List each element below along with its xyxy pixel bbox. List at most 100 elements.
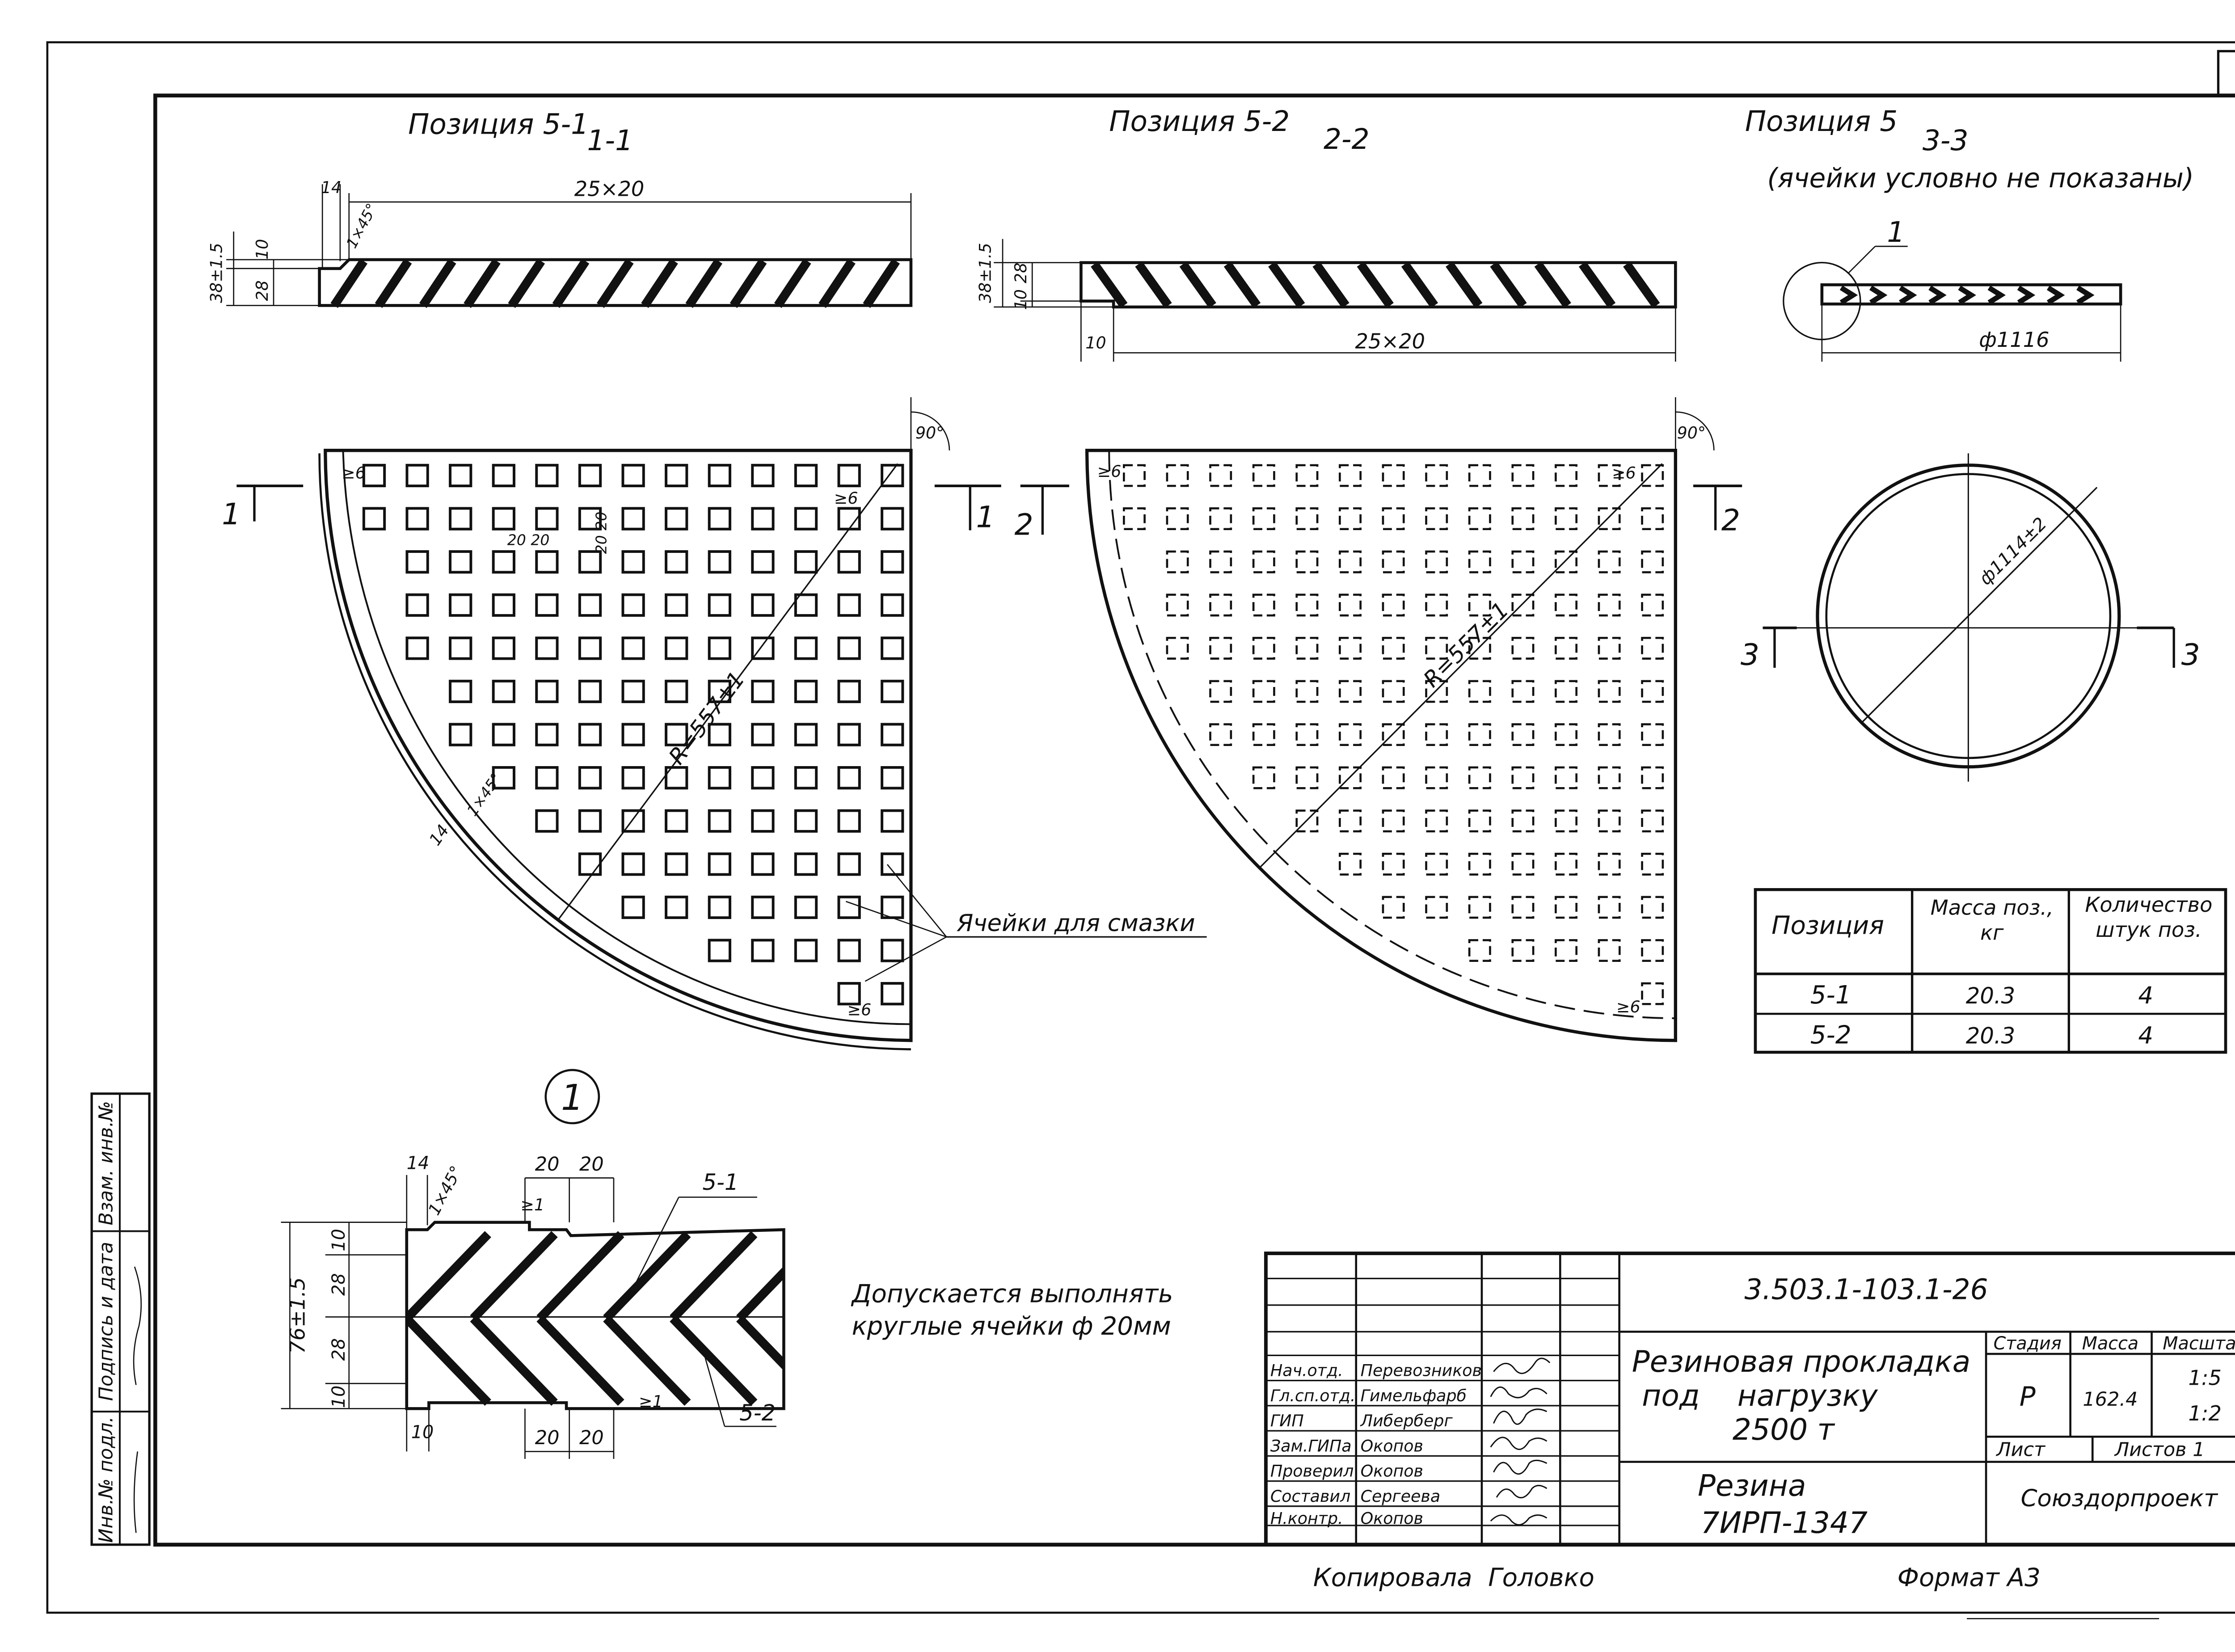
plan1-chamfer-edge <box>342 450 911 1025</box>
paper-format: Формат А3 <box>1898 1563 2041 1592</box>
plan1-angle: 90° <box>915 423 944 442</box>
section1-step: 14 <box>321 178 342 197</box>
lubrication-cell <box>1382 852 1405 876</box>
lubrication-cell <box>794 550 818 574</box>
lubrication-cell <box>1295 507 1319 531</box>
detail-top-cell-a: 20 <box>535 1153 560 1176</box>
sheet-number-box <box>2217 50 2235 97</box>
lubrication-cell <box>1468 852 1491 876</box>
cells-leader-b <box>845 901 947 938</box>
lubrication-cell <box>1295 766 1319 789</box>
lubrication-cell <box>1166 550 1189 573</box>
plan-5-2: R=557±1 2 2 90° ≥6 ≥6 ≥6 <box>1015 397 1742 1042</box>
lubrication-cell <box>1209 464 1232 487</box>
detail-position-bottom: 5-2 <box>739 1400 776 1426</box>
lubrication-cell <box>1641 809 1664 833</box>
scale-value-2: 1:2 <box>2188 1401 2222 1425</box>
lubrication-cell <box>1555 896 1577 919</box>
section-1-1: Позиция 5-1 1-1 25×20 14 1×45° 38±1.5 10… <box>207 108 913 308</box>
lubrication-cell <box>1252 680 1275 703</box>
lubrication-cell <box>837 550 861 574</box>
plan1-cells <box>362 464 904 1006</box>
lubrication-cell <box>751 723 775 746</box>
lubrication-cell <box>837 939 861 962</box>
lubrication-cell <box>881 852 904 876</box>
note-line1: Допускается выполнять <box>851 1279 1173 1308</box>
lubrication-cell <box>449 550 472 574</box>
lubrication-cell <box>708 593 731 617</box>
lubrication-cell <box>1555 939 1577 962</box>
lubrication-cell <box>578 636 602 660</box>
lubrication-cell <box>405 593 429 617</box>
lubrication-cell <box>794 507 818 531</box>
section2-dimlines <box>994 239 1676 362</box>
lubrication-cell <box>751 939 775 962</box>
name-4: Окопов <box>1361 1462 1423 1481</box>
section1-position: Позиция 5-1 <box>408 108 589 141</box>
lubrication-cell <box>1209 680 1232 703</box>
lubrication-cell <box>1339 636 1362 660</box>
lubrication-cell <box>535 593 559 617</box>
lubrication-cell <box>881 723 904 746</box>
lubrication-cell <box>1382 507 1405 531</box>
lubrication-cell <box>1511 550 1535 573</box>
plan2-cut-left-label: 2 <box>1015 507 1033 542</box>
lubrication-cell <box>751 507 775 531</box>
lubrication-cell <box>1641 982 1664 1005</box>
plan2-cells <box>1123 464 1664 1005</box>
role-5: Составил <box>1270 1487 1350 1506</box>
copied-by: Копировала Головко <box>1313 1563 1594 1592</box>
plan1-cut-left-label: 1 <box>222 497 240 531</box>
detail-bottom-cell-a: 20 <box>535 1427 560 1449</box>
plan-5-circle: ф1114±2 3 3 <box>1741 453 2200 782</box>
lubrication-cell <box>1641 852 1664 876</box>
stamp-signature <box>133 1266 142 1385</box>
doc-code: 3.503.1-103.1-26 <box>1745 1273 1988 1306</box>
lubrication-cell <box>881 766 904 790</box>
plan2-r6-c: ≥6 <box>1616 997 1640 1016</box>
lubrication-cell <box>1295 680 1319 703</box>
cells-leader-c <box>864 936 947 982</box>
detail-dim-upper: 28 <box>329 1273 349 1296</box>
lubrication-cell <box>837 464 861 488</box>
lubrication-cell <box>1252 723 1275 746</box>
lubrication-cell <box>1555 723 1577 746</box>
section3-dimlines <box>1821 304 2121 362</box>
lubrication-cell <box>708 895 731 919</box>
table-header-position: Позиция <box>1771 911 1884 940</box>
lubrication-cell <box>794 464 818 488</box>
table-row1-position: 5-1 <box>1810 981 1851 1010</box>
lubrication-cell <box>708 809 731 833</box>
lubrication-cell <box>1382 550 1405 573</box>
lubrication-cell <box>1468 594 1491 617</box>
lubrication-cell <box>708 550 731 574</box>
detail-top-chamfer: 1×45° <box>424 1163 466 1218</box>
cells-leader-a <box>886 864 947 937</box>
lubrication-cell <box>1598 507 1621 531</box>
lubrication-cell <box>1295 636 1319 660</box>
lubrication-cell <box>751 593 775 617</box>
plan1-cell-height: 20 20 <box>592 512 610 554</box>
lubrication-cell <box>449 593 472 617</box>
position-table: Позиция Масса поз., кг Количество штук п… <box>1754 888 2227 1054</box>
lubrication-cell <box>621 679 645 704</box>
lubrication-cell <box>492 723 515 746</box>
stamp-inv-label: Инв.№ подл. <box>95 1416 117 1543</box>
lubrication-cell <box>535 464 559 488</box>
section3-chevrons <box>1839 285 2095 305</box>
lubrication-cell <box>665 895 688 919</box>
lubrication-cell <box>1339 594 1362 617</box>
lubrication-cell <box>1252 636 1275 660</box>
lubrication-cell <box>1166 636 1189 660</box>
table-row1-quantity: 4 <box>2138 982 2154 1009</box>
lubrication-cell <box>405 464 429 488</box>
lubrication-cell <box>535 679 559 704</box>
lubrication-cell <box>1166 594 1189 617</box>
sheet-label: Лист <box>1995 1438 2046 1461</box>
lubrication-cell <box>1511 939 1535 962</box>
section2-body: 28 <box>1011 263 1030 283</box>
lubrication-cell <box>621 852 645 876</box>
note-line2: круглые ячейки ф 20мм <box>852 1312 1171 1341</box>
section2-total: 38±1.5 <box>976 243 995 303</box>
lubrication-cell <box>1641 896 1664 919</box>
